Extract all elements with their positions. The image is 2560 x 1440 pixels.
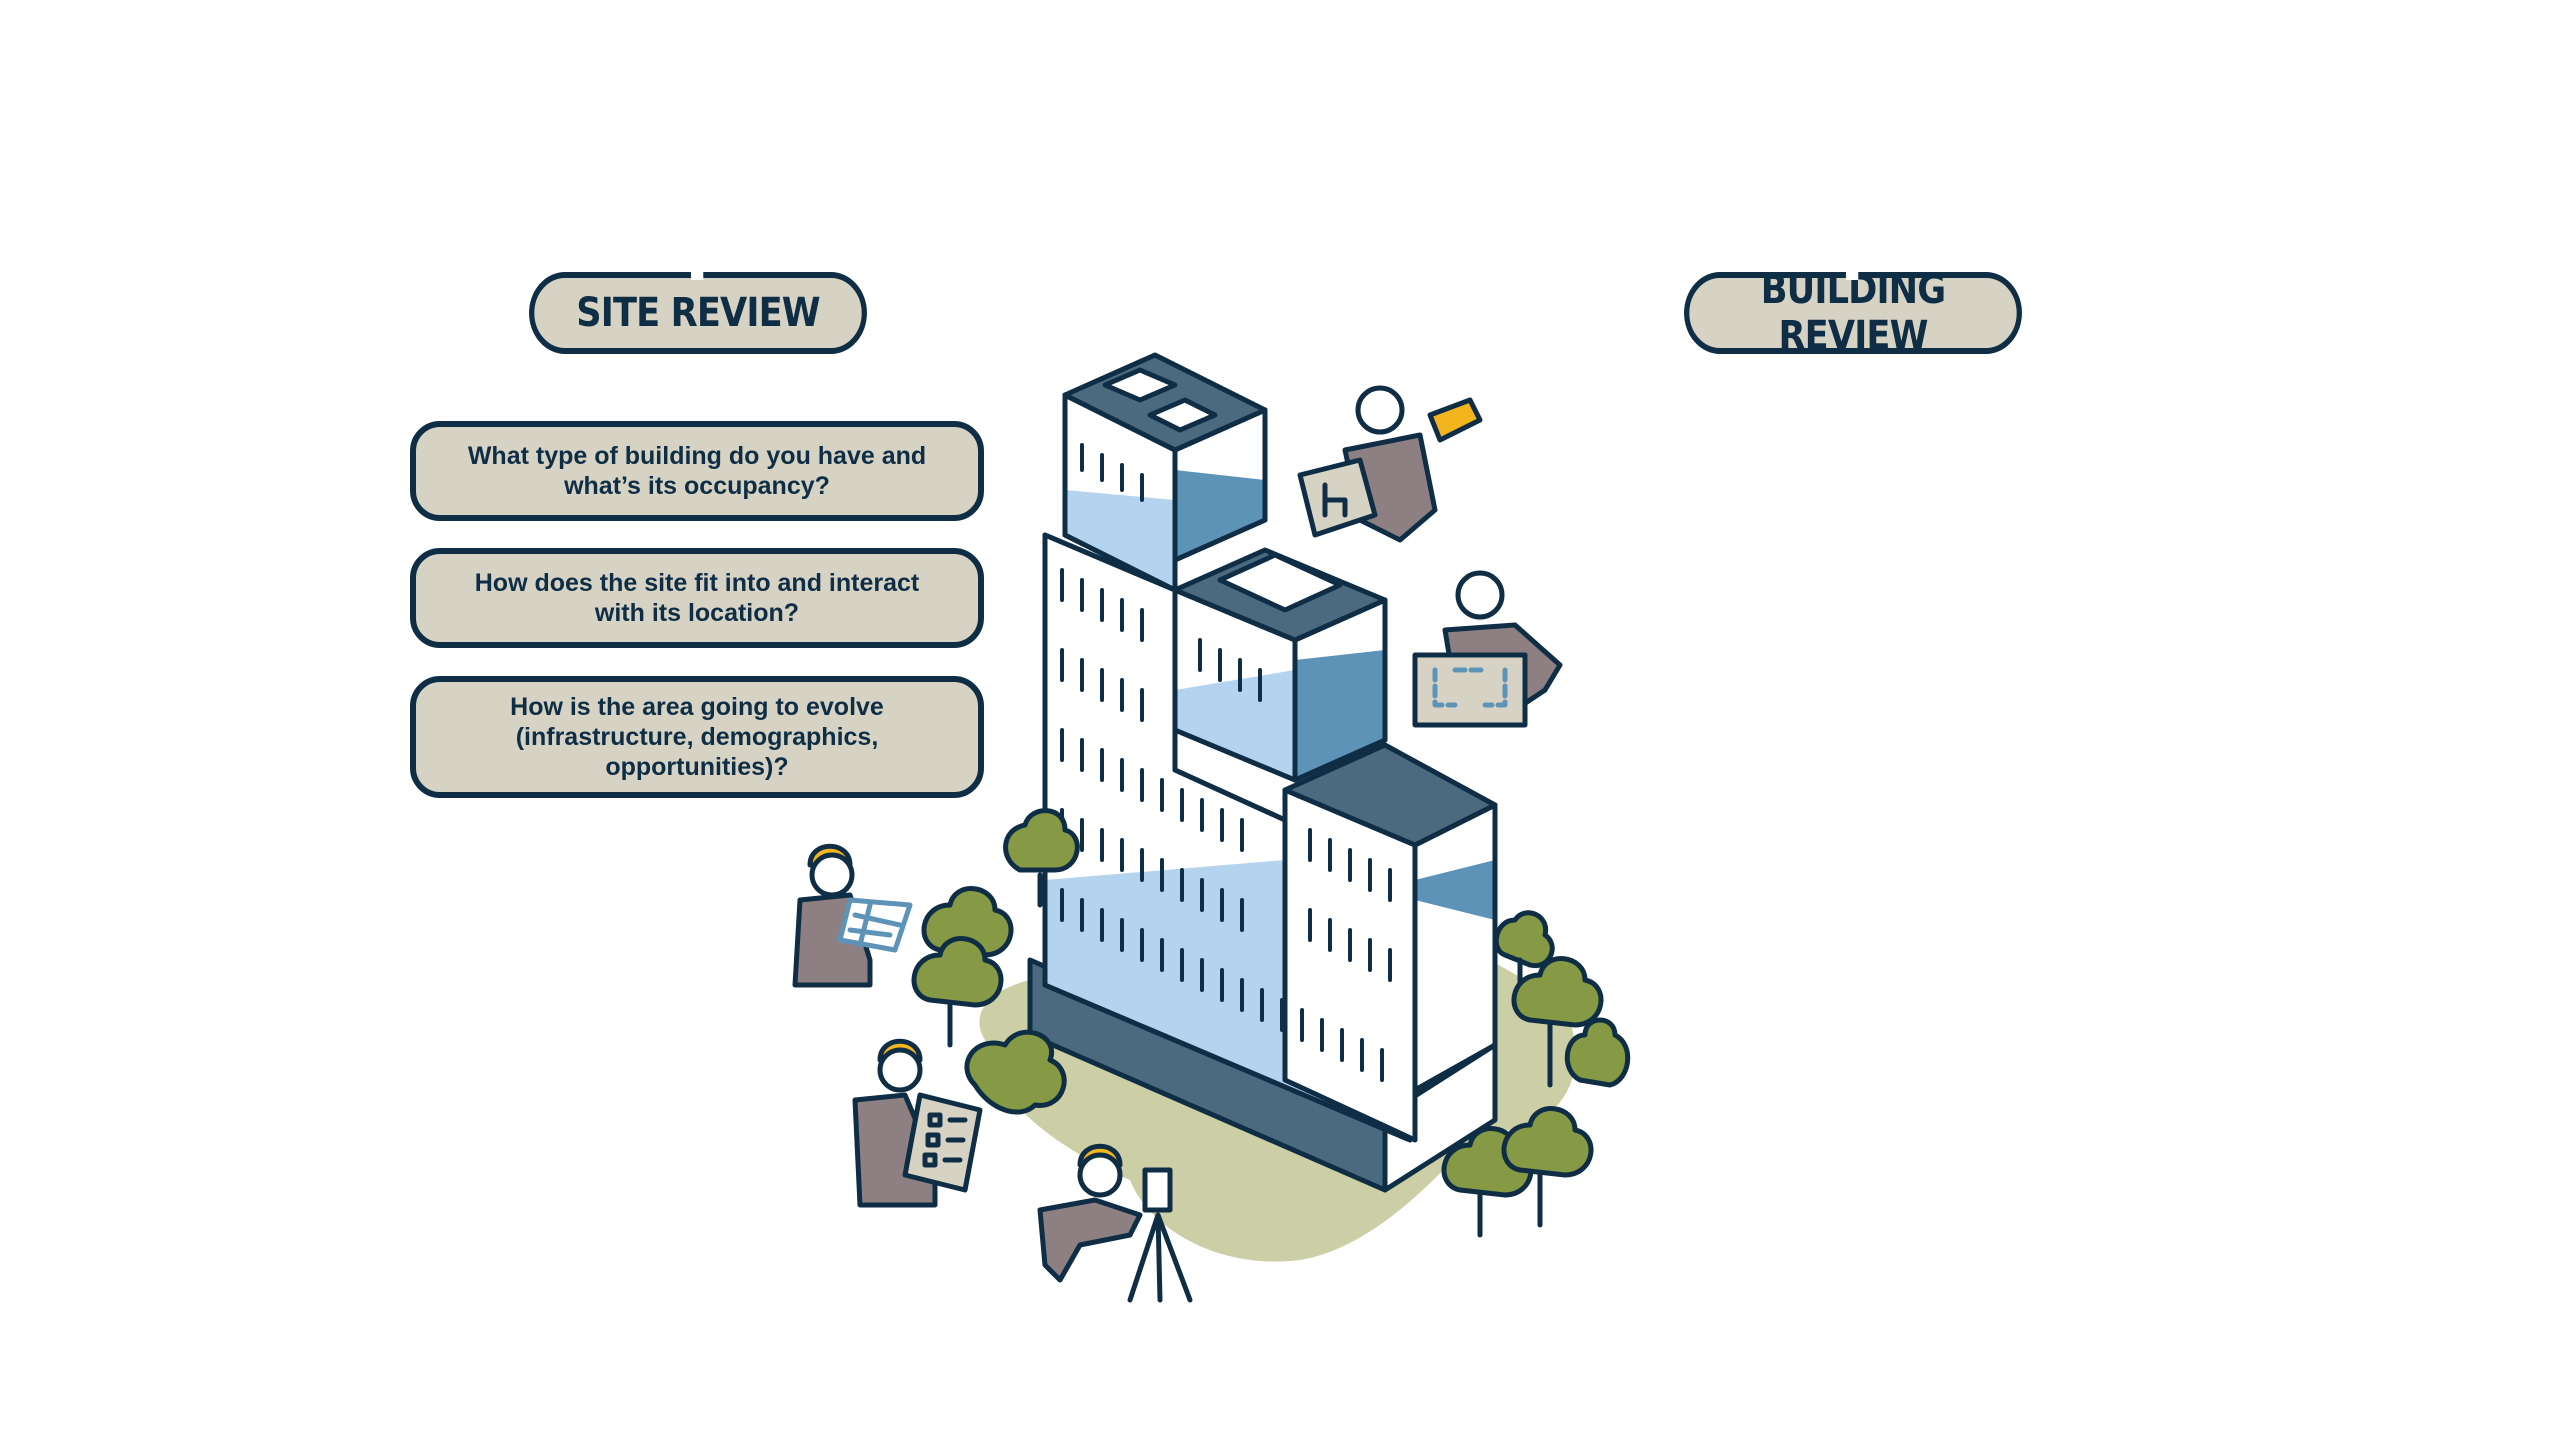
question-building-type: What type of building do you have and wh… <box>410 421 984 521</box>
heading-notch <box>690 270 704 280</box>
right-block-front <box>1282 787 1418 1143</box>
site-review-heading: SITE REVIEW <box>529 270 867 354</box>
building-site-illustration <box>792 352 1631 1303</box>
designer-with-swatches <box>1297 385 1483 543</box>
building-review-heading: BUILDING REVIEW <box>1684 267 2022 359</box>
right-block-roof <box>1282 742 1498 848</box>
theodolite <box>1142 1167 1173 1213</box>
question-text: What type of building do you have and wh… <box>467 442 927 500</box>
window-slits <box>1060 443 1392 1082</box>
tripod <box>1127 1212 1193 1303</box>
heading-notch <box>1845 270 1859 280</box>
designer-with-blueprint <box>1412 570 1563 728</box>
site-review-heading-text: SITE REVIEW <box>576 290 820 336</box>
rooftop-unit <box>1102 367 1178 403</box>
checklist-clipboard <box>902 1092 983 1193</box>
blueprint-sheet <box>1412 652 1528 728</box>
right-block-side <box>1412 802 1498 1093</box>
question-text: How is the area going to evolve (infrast… <box>510 693 884 781</box>
surveyor-with-theodolite <box>1037 1143 1193 1303</box>
trees <box>911 808 1631 1238</box>
rooftop-unit-2 <box>1147 397 1218 433</box>
inspector-with-plan <box>792 843 913 988</box>
inspector-with-checklist <box>852 1038 983 1208</box>
question-area-evolve: How is the area going to evolve (infrast… <box>410 676 984 798</box>
question-text: How does the site fit into and interact … <box>474 569 920 627</box>
color-swatches <box>1427 397 1483 443</box>
site-map-tablet <box>837 897 913 953</box>
building-review-heading-text: BUILDING REVIEW <box>1760 267 1946 359</box>
rooftop-platform <box>1217 552 1343 613</box>
question-site-fit: How does the site fit into and interact … <box>410 548 984 648</box>
